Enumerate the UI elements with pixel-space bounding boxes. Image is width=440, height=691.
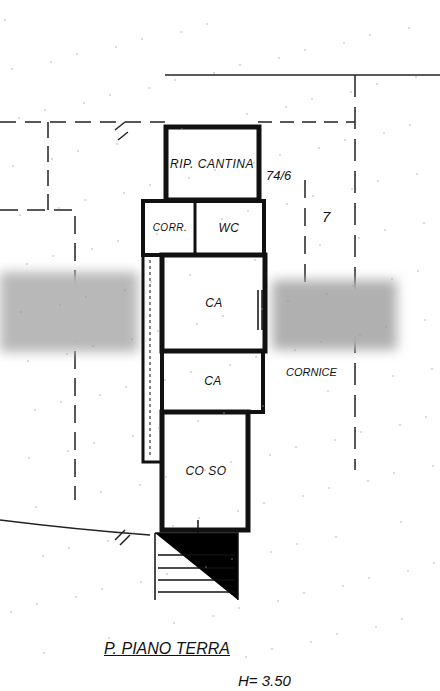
room-label: CA — [205, 296, 223, 311]
room-label: CO SO — [185, 464, 226, 479]
room: CA — [166, 259, 262, 348]
plan-caption: P. PIANO TERRA — [104, 640, 230, 658]
walls — [143, 127, 265, 545]
room-label: CA — [204, 374, 222, 389]
height-note: H= 3.50 — [238, 672, 291, 689]
dimension-number: 7 — [322, 208, 330, 225]
room: RIP. CANTINA — [168, 131, 256, 197]
room-label: RIP. CANTINA — [170, 157, 254, 172]
room-label: WC — [219, 221, 240, 236]
blurred-area — [0, 272, 397, 352]
entrance-steps — [155, 533, 238, 600]
dimension-note: 74/6 — [266, 168, 291, 183]
room: CO SO — [166, 416, 246, 527]
room-label: CORR. — [153, 222, 188, 235]
surrounding-lines — [0, 75, 440, 545]
room: WC — [197, 204, 261, 252]
paper-speckle — [4, 19, 434, 657]
cornice-note: CORNICE — [286, 366, 337, 378]
room: CORR. — [146, 204, 194, 252]
room: CA — [166, 354, 260, 409]
